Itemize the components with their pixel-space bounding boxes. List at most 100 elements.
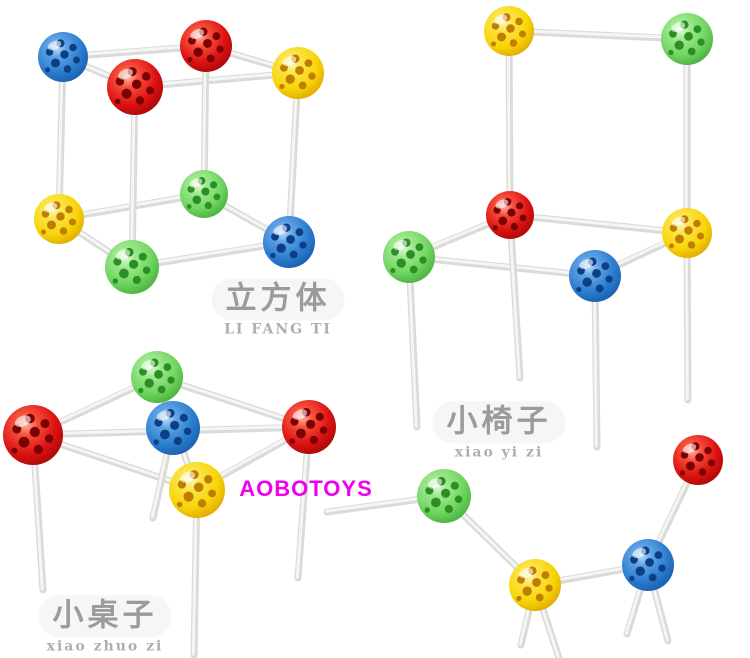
ball-hole (286, 234, 295, 244)
model-cube (34, 20, 324, 294)
stick-highlight (129, 84, 136, 268)
ball-hole (687, 241, 696, 249)
ball-hole (444, 504, 453, 514)
ball-gleam (519, 568, 534, 579)
ball-hole (424, 507, 430, 513)
ball-hole (704, 446, 712, 455)
ball-gleam (393, 240, 408, 251)
ball-hole (684, 226, 693, 235)
ball-gleam (115, 249, 130, 260)
ball-hole (629, 575, 635, 582)
ball-hole (69, 218, 76, 226)
ball-hole (576, 286, 582, 293)
ball-gleam (493, 14, 508, 25)
ball-hole (142, 266, 151, 275)
ball-hole (532, 577, 541, 587)
label-cube-chinese: 立方体 (211, 278, 345, 320)
ball-hole (47, 220, 56, 230)
ball-hole (18, 436, 30, 448)
ball-hole (167, 376, 175, 384)
ball-hole (535, 593, 544, 602)
ball-hole (216, 45, 224, 53)
ball-hole (635, 566, 645, 576)
ball-hole (415, 243, 424, 252)
ball-hole (132, 275, 141, 285)
ball-hole (206, 54, 215, 63)
ball-hole (406, 249, 415, 259)
ball-hole (138, 387, 144, 394)
ball-gleam (495, 199, 509, 209)
label-table-chinese: 小桌子 (38, 595, 172, 637)
ball-hole (648, 573, 657, 582)
ball-hole (289, 250, 298, 259)
ball-hole (56, 212, 65, 221)
ball-hole (160, 429, 170, 440)
ball-gleam (118, 68, 133, 80)
ball-hole (668, 49, 674, 56)
ball-gleam (682, 443, 697, 454)
ball-hole (674, 40, 684, 50)
ball-hole (270, 252, 276, 259)
ball-hole (419, 256, 427, 264)
ball-hole (144, 378, 154, 388)
ball-hole (45, 434, 54, 443)
ball-hole (308, 72, 316, 80)
ball-hole (187, 56, 193, 63)
ball-hole (697, 38, 705, 46)
ball-hole (192, 195, 202, 205)
ball-hole (491, 41, 496, 47)
stick-highlight (684, 230, 689, 401)
ball-hole (204, 201, 212, 210)
ball-hole (498, 216, 508, 226)
ball-hole (157, 385, 166, 394)
ball-hole (645, 557, 654, 567)
ball-hole (112, 278, 118, 284)
stick-highlight (406, 254, 418, 428)
ball-hole (119, 268, 129, 279)
ball-gleam (292, 409, 307, 420)
stick-highlight (506, 28, 511, 216)
ball-hole (497, 32, 506, 42)
ball-hole (73, 56, 80, 64)
ball-hole (510, 222, 518, 231)
ball-hole (693, 25, 702, 34)
label-table: 小桌子 xiao zhuo zi (38, 595, 172, 654)
ball-hole (59, 227, 68, 235)
ball-hole (135, 96, 145, 105)
ball-hole (654, 551, 663, 560)
ball-hole (675, 234, 684, 244)
ball-hole (186, 204, 192, 209)
ball-gleam (579, 259, 594, 270)
brand-watermark: AOBOTOYS (239, 476, 373, 501)
ball-hole (33, 444, 43, 454)
label-chair-pinyin: xiao yi zi (454, 443, 544, 460)
stick-highlight (507, 212, 688, 234)
ball-hole (680, 470, 685, 476)
ball-hole (519, 214, 527, 222)
ball-gleam (180, 471, 195, 483)
ball-hole (595, 284, 604, 293)
ball-hole (129, 259, 139, 269)
ball-hole (41, 229, 46, 235)
ball-hole (507, 208, 516, 217)
ball-hole (515, 17, 523, 26)
ball-gleam (671, 22, 686, 33)
stick-highlight (592, 273, 598, 448)
ball-hole (65, 205, 73, 214)
ball-hole (298, 81, 307, 90)
ball-hole (519, 30, 526, 38)
ball-hole (409, 265, 418, 274)
ball-hole (210, 181, 218, 189)
ball-hole (304, 59, 313, 68)
ball-hole (193, 47, 203, 57)
ball-hole (197, 499, 207, 508)
ball-hole (605, 275, 613, 283)
ball-hole (213, 193, 221, 201)
ball-hole (708, 459, 715, 467)
ball-hole (203, 38, 212, 48)
ball-hole (319, 426, 328, 435)
ball-hole (193, 482, 204, 492)
ball-hole (506, 24, 515, 33)
